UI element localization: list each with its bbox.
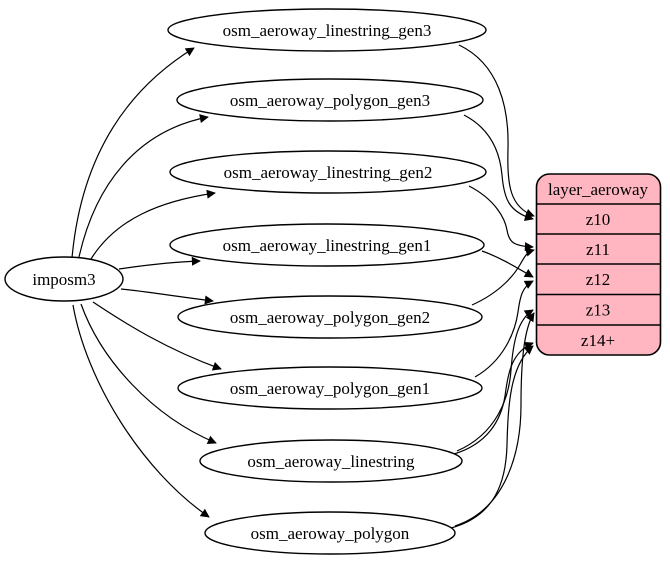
node-osm_aeroway_polygon_gen2: osm_aeroway_polygon_gen2 <box>177 295 483 339</box>
node-osm_aeroway_linestring: osm_aeroway_linestring <box>199 439 463 483</box>
edge-imposm3-to-osm_aeroway_polygon_gen1 <box>92 301 222 371</box>
edge-imposm3-to-osm_aeroway_linestring_gen2 <box>90 189 216 260</box>
edge-osm_aeroway_polygon-to-z14 <box>450 345 534 529</box>
edge-osm_aeroway_polygon_gen1-to-z12 <box>474 280 534 378</box>
table-ellipse <box>199 439 463 483</box>
layer-row-z12: z12 <box>586 270 611 289</box>
node-osm_aeroway_linestring_gen1: osm_aeroway_linestring_gen1 <box>169 223 485 267</box>
edges-source-to-tables <box>71 47 222 518</box>
layer-row-z13: z13 <box>586 301 611 320</box>
table-ellipse <box>167 8 487 52</box>
node-osm_aeroway_polygon: osm_aeroway_polygon <box>204 511 456 555</box>
node-imposm3: imposm3 <box>4 256 124 302</box>
edge-osm_aeroway_linestring_gen3-to-z10 <box>458 44 535 218</box>
edge-osm_aeroway_polygon_gen2-to-z11 <box>471 247 535 306</box>
edge-imposm3-to-osm_aeroway_linestring_gen3 <box>71 47 195 259</box>
table-label: osm_aeroway_linestring_gen3 <box>223 21 432 40</box>
edge-osm_aeroway_linestring-to-z13 <box>456 309 534 452</box>
table-ellipse <box>177 366 483 410</box>
edge-osm_aeroway_polygon_gen3-to-z10 <box>463 114 534 222</box>
edge-osm_aeroway_linestring_gen1-to-z12 <box>481 250 534 278</box>
table-label: osm_aeroway_polygon_gen3 <box>230 91 430 110</box>
table-label: osm_aeroway_polygon <box>251 524 410 543</box>
edge-imposm3-to-osm_aeroway_polygon_gen3 <box>78 114 209 258</box>
layer-row-z10: z10 <box>586 210 611 229</box>
edge-imposm3-to-osm_aeroway_polygon <box>72 304 210 518</box>
edges-tables-to-layer <box>450 44 535 529</box>
table-ellipse <box>169 223 485 267</box>
table-label: osm_aeroway_polygon_gen1 <box>230 379 430 398</box>
table-label: osm_aeroway_linestring_gen1 <box>223 236 432 255</box>
table-label: osm_aeroway_linestring <box>247 452 415 471</box>
layer-row-z14plus: z14+ <box>581 331 615 350</box>
table-ellipse <box>176 78 484 122</box>
layer-row-z11: z11 <box>586 240 610 259</box>
node-layer_aeroway: layer_aeroway z10 z11 z12 z13 z14+ <box>535 173 662 356</box>
node-osm_aeroway_polygon_gen3: osm_aeroway_polygon_gen3 <box>176 78 484 122</box>
edge-imposm3-to-osm_aeroway_linestring <box>80 303 217 444</box>
node-osm_aeroway_polygon_gen1: osm_aeroway_polygon_gen1 <box>177 366 483 410</box>
table-label: osm_aeroway_polygon_gen2 <box>230 308 430 327</box>
edge-imposm3-to-osm_aeroway_polygon_gen2 <box>120 288 214 305</box>
imposm3-label: imposm3 <box>32 270 95 289</box>
edge-osm_aeroway_linestring-to-z14 <box>453 342 534 455</box>
table-label: osm_aeroway_linestring_gen2 <box>224 163 433 182</box>
edge-imposm3-to-osm_aeroway_linestring_gen1 <box>118 256 201 270</box>
node-osm_aeroway_linestring_gen3: osm_aeroway_linestring_gen3 <box>167 8 487 52</box>
layer-header-label: layer_aeroway <box>548 180 649 199</box>
table-ellipse <box>177 295 483 339</box>
table-ellipse <box>204 511 456 555</box>
node-osm_aeroway_linestring_gen2: osm_aeroway_linestring_gen2 <box>169 150 487 194</box>
imposm3-ellipse <box>4 256 124 302</box>
table-ellipse <box>169 150 487 194</box>
edge-osm_aeroway_linestring_gen2-to-z11 <box>468 185 534 252</box>
